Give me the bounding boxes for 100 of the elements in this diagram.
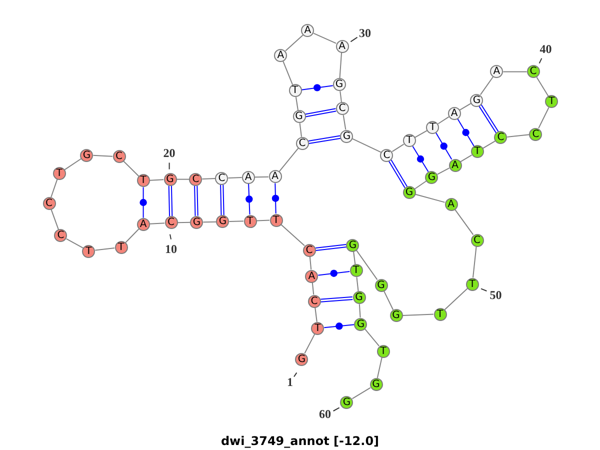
nucleotide-circle: T: [426, 120, 440, 134]
backbone-line: [538, 107, 550, 129]
nucleotide-circle: C: [215, 172, 228, 185]
backbone-line: [482, 140, 496, 149]
backbone-line: [459, 102, 472, 110]
backbone-line: [92, 154, 113, 157]
base-pair-line: [318, 270, 350, 277]
backbone-line: [358, 304, 361, 318]
backbone-line: [536, 76, 549, 97]
backbone-line: [94, 248, 116, 251]
nucleotide-circle: G: [425, 170, 438, 184]
nucleotide-circle: C: [189, 172, 202, 186]
backbone-line: [149, 222, 165, 224]
backbone-line: [280, 224, 305, 246]
base-pair-line: [324, 322, 355, 330]
backbone-line: [364, 328, 380, 347]
nucleotide-circle: T: [376, 344, 390, 358]
base-pair-line: [478, 104, 499, 134]
nucleotide-circle: T: [434, 308, 446, 320]
backbone-line: [436, 168, 450, 175]
nucleotide-circle: T: [402, 134, 416, 148]
backbone-line: [340, 90, 342, 103]
position-number: 50: [490, 289, 502, 301]
backbone-line: [50, 208, 59, 230]
backbone-line: [304, 334, 316, 354]
backbone-line: [149, 179, 164, 181]
nucleotide-circle: T: [545, 95, 558, 108]
backbone-line: [383, 290, 394, 310]
base-pair-line: [412, 146, 429, 172]
backbone-line: [256, 220, 270, 222]
base-pair-line: [315, 244, 347, 252]
nucleotide-circle: T: [466, 278, 479, 290]
base-pair-line: [388, 159, 408, 188]
backbone-line: [299, 122, 302, 138]
nucleotide-circle: G: [295, 352, 308, 366]
position-number: 40: [540, 43, 552, 56]
backbone-line: [202, 178, 216, 180]
backbone-line: [339, 52, 342, 79]
nucleotide-circle: G: [216, 215, 230, 228]
nucleotide-circle: T: [311, 322, 324, 335]
base-pair-line: [220, 184, 224, 216]
base-pair-line: [436, 132, 452, 160]
nucleotide-circle: C: [308, 294, 321, 308]
base-pair-line: [320, 296, 354, 302]
base-pair-line: [272, 182, 280, 214]
backbone-line: [66, 238, 84, 248]
nucleotide-circle: A: [448, 106, 461, 120]
nucleotide-circle: G: [164, 172, 176, 186]
backbone-line: [414, 180, 427, 190]
position-number: 30: [359, 27, 371, 40]
nucleotide-circle: G: [190, 216, 204, 229]
nucleotide-circle: T: [52, 166, 66, 180]
nucleotide-circle: C: [336, 102, 349, 116]
base-pair-line: [308, 135, 341, 144]
backbone-line: [356, 276, 359, 292]
base-pair-line: [246, 183, 253, 215]
nucleotide-circle: A: [305, 270, 318, 282]
backbone-line: [123, 160, 140, 177]
backbone-line: [342, 114, 346, 130]
backbone-line: [285, 34, 304, 52]
backbone-line: [64, 158, 82, 170]
backbone-line: [460, 154, 472, 162]
backbone-line: [353, 250, 356, 265]
backbone-line: [454, 208, 474, 236]
backbone-line: [352, 387, 371, 400]
nucleotide-circle: T: [82, 244, 96, 258]
nucleotide-circle: G: [292, 110, 306, 124]
nucleotide-circle: A: [336, 40, 348, 52]
backbone-line: [50, 178, 58, 198]
nucleotide-circle: A: [242, 170, 255, 184]
backbone-line: [202, 221, 217, 223]
nucleotide-circle: G: [354, 318, 368, 330]
nucleotide-circle: G: [346, 238, 360, 252]
nucleotide-circle: A: [490, 65, 504, 78]
backbone-line: [314, 306, 318, 322]
nucleotide-circle: T: [288, 84, 302, 98]
nucleotide-circle: T: [114, 240, 128, 254]
nucleotide-circle: C: [494, 131, 508, 144]
backbone-line: [438, 116, 450, 124]
position-number: 20: [163, 147, 176, 160]
nucleotide-circle: C: [42, 196, 56, 210]
nucleotide-circle: G: [332, 78, 346, 92]
nucleotide-circle: G: [402, 186, 416, 200]
backbone-line: [228, 177, 242, 179]
position-number: 60: [319, 408, 331, 420]
backbone-line: [472, 246, 477, 278]
backbone-line: [352, 138, 382, 153]
nucleotide-circle: G: [340, 396, 354, 408]
base-pair-line: [168, 185, 173, 217]
backbone-line: [177, 222, 191, 224]
backbone-line: [502, 71, 528, 72]
backbone-line: [254, 176, 269, 178]
backbone-line: [296, 96, 298, 111]
nucleotide-circle: T: [270, 214, 282, 226]
backbone-line: [228, 220, 244, 222]
backbone-line: [402, 314, 434, 316]
base-pair-line: [194, 185, 198, 216]
nucleotide-circle: G: [352, 291, 366, 304]
nucleotide-circle: A: [301, 24, 314, 38]
nucleotide-circle: C: [302, 244, 316, 256]
